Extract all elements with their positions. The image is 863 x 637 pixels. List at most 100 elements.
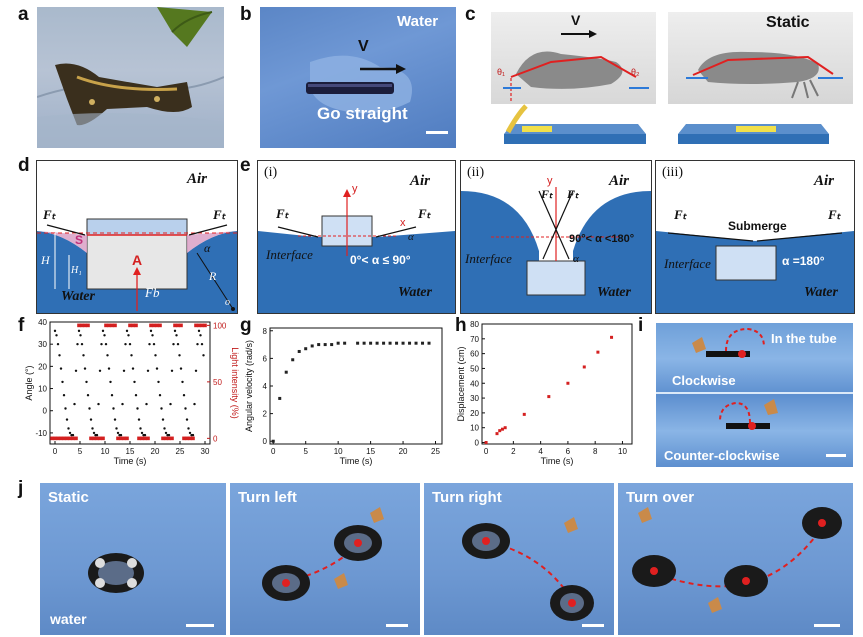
data-point	[395, 341, 399, 345]
y2-tick-label: 0	[213, 434, 218, 443]
data-point	[495, 432, 499, 436]
data-point-light	[173, 323, 177, 328]
data-point-angle	[58, 354, 61, 357]
x-tick-label: 10	[334, 447, 343, 456]
x-tick-label: 10	[618, 447, 627, 456]
label-ft-left: Fₜ	[43, 207, 56, 222]
data-point-angle	[184, 407, 187, 410]
y2-tick-label: 100	[213, 321, 227, 330]
plot-frame	[269, 327, 443, 445]
label-ft-1: Fₜ	[276, 206, 289, 221]
label-water: Water	[804, 285, 838, 300]
x-tick-label: 10	[101, 447, 110, 456]
data-point-light	[179, 323, 183, 328]
data-point-light	[77, 323, 81, 328]
data-point-angle	[101, 329, 105, 333]
y-tick-label: 20	[38, 362, 47, 371]
data-point-light	[59, 436, 63, 441]
data-point-angle	[136, 407, 139, 410]
data-point-angle	[157, 380, 160, 384]
data-point-light	[74, 436, 78, 441]
label-air: Air	[187, 171, 208, 187]
label-static: Static	[48, 489, 89, 506]
label-go-straight: Go straight	[317, 104, 408, 123]
data-point	[330, 343, 334, 347]
label-angle-range: α =180°	[782, 254, 825, 268]
x-tick-label: 4	[538, 447, 543, 456]
data-point	[317, 343, 321, 347]
data-point-light	[122, 436, 126, 441]
panel-label-e: e	[240, 155, 251, 176]
y-tick-label: 80	[470, 320, 479, 329]
data-point-light	[113, 323, 117, 328]
diagram-e-i: (i) Air Water Fₜ Fₜ y x α Interface 0°< …	[257, 160, 456, 314]
panel-label-d: d	[18, 155, 30, 176]
y-tick-label: 10	[38, 385, 47, 394]
data-point	[382, 341, 386, 345]
data-point-angle	[55, 334, 58, 337]
data-point-angle	[125, 329, 129, 333]
data-point-angle	[200, 342, 204, 346]
data-point-angle	[97, 402, 100, 406]
x-tick-label: 25	[176, 447, 185, 456]
label-theta1: θ₁	[497, 67, 506, 77]
y-tick-label: 60	[470, 350, 479, 359]
label-angle-range: 0°< α ≤ 90°	[350, 253, 411, 267]
data-point-light	[185, 436, 189, 441]
label-tag-ii: (ii)	[467, 165, 485, 180]
y-tick-label: 6	[263, 354, 268, 363]
data-point-light	[98, 436, 102, 441]
data-point	[362, 341, 366, 345]
data-point-angle	[104, 342, 108, 346]
data-point-light	[83, 323, 87, 328]
x-tick-label: 20	[151, 447, 160, 456]
label-theta2: θ₂	[631, 67, 640, 77]
photo-insect-water-strider	[37, 7, 224, 148]
robot-strip	[306, 82, 394, 94]
data-point-angle	[191, 433, 195, 437]
plot-frame	[49, 321, 211, 445]
data-point-angle	[176, 342, 180, 346]
data-point-angle	[164, 431, 168, 435]
data-point-angle	[76, 342, 79, 346]
data-point-light	[50, 436, 54, 441]
data-point	[297, 349, 301, 353]
data-point	[323, 343, 327, 347]
label-ft-2: Fₜ	[567, 187, 579, 201]
data-point-light	[104, 323, 108, 328]
data-point-light	[170, 436, 174, 441]
data-point-angle	[130, 354, 133, 357]
x-tick-label: 15	[366, 447, 375, 456]
data-point-light	[137, 436, 141, 441]
label-y-axis: y	[547, 175, 553, 187]
label-x-axis: x	[400, 217, 406, 229]
data-point-angle	[137, 418, 141, 421]
data-point-light	[146, 436, 150, 441]
x-axis-label: Time (s)	[541, 456, 574, 466]
data-point	[484, 441, 488, 445]
data-point-angle	[179, 367, 183, 370]
data-point-light	[92, 436, 96, 441]
data-point-angle	[122, 369, 126, 372]
diagram-floating-object: Air Water Fₜ Fₜ S A H H₁ Fb α R o	[36, 160, 238, 314]
data-point-angle	[149, 329, 153, 333]
panel-label-g: g	[240, 315, 252, 336]
data-point-angle	[89, 418, 93, 421]
x-tick-label: 25	[431, 447, 440, 456]
y2-axis-label: Light intensity (%)	[230, 347, 240, 419]
data-point-angle	[202, 354, 205, 357]
label-water: Water	[397, 13, 439, 30]
data-point-angle	[185, 418, 189, 421]
label-h1: H₁	[71, 265, 82, 276]
label-interface: Interface	[266, 247, 313, 262]
data-point-angle	[128, 342, 132, 346]
x-tick-label: 8	[593, 447, 598, 456]
data-point-light	[86, 323, 90, 328]
data-point-angle	[92, 431, 96, 435]
data-point-angle	[67, 427, 70, 430]
label-interface: Interface	[465, 251, 512, 266]
data-point	[336, 341, 340, 345]
data-point	[582, 365, 586, 369]
